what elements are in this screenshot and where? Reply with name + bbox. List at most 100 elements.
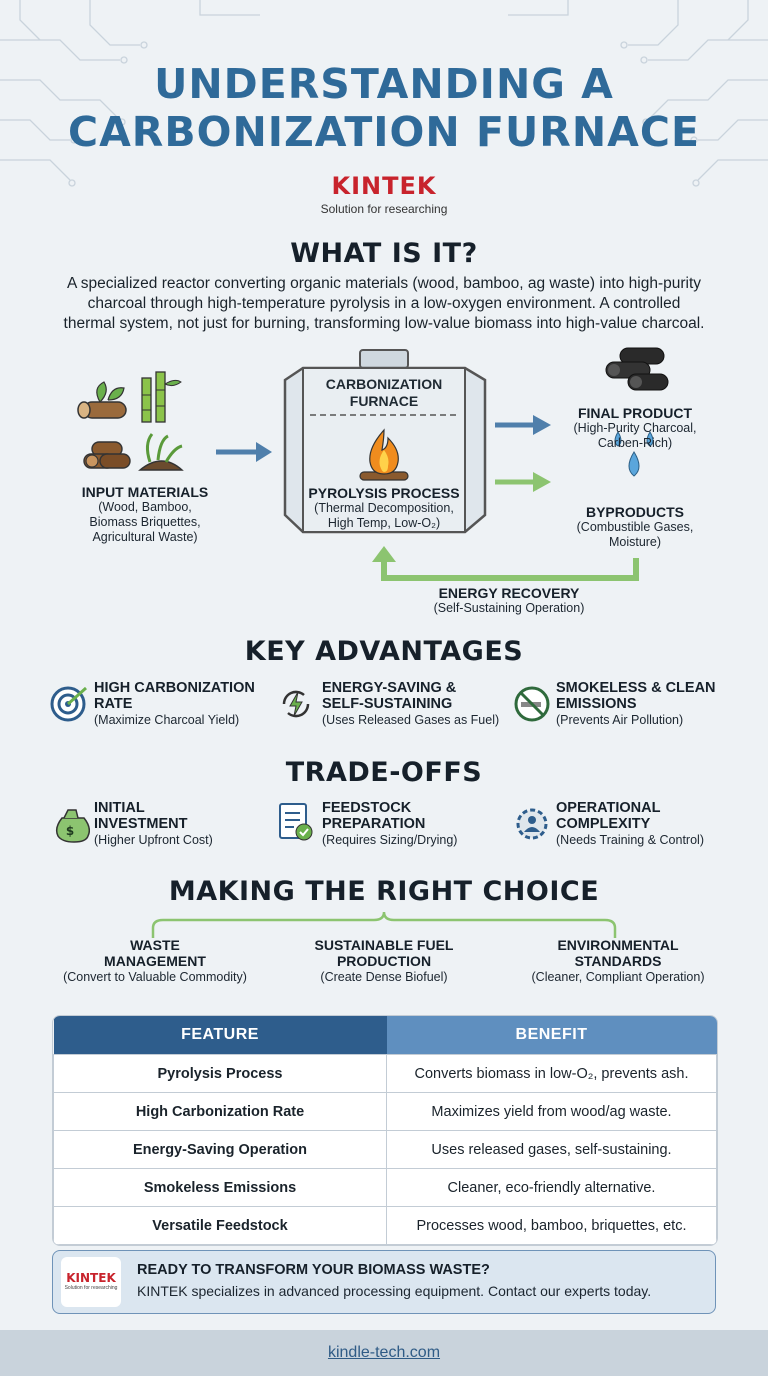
brand-logo: KINTEK bbox=[331, 172, 437, 200]
tradeoff-title: FEEDSTOCK bbox=[322, 800, 412, 816]
table-row: Energy-Saving Operation Uses released ga… bbox=[53, 1130, 717, 1169]
cta-logo-tagline: Solution for researching bbox=[64, 1285, 118, 1291]
input-line: Agricultural Waste) bbox=[92, 530, 198, 544]
table-header-feature: FEATURE bbox=[53, 1016, 387, 1055]
tradeoff-title: INVESTMENT bbox=[94, 816, 188, 832]
advantage-title: SELF-SUSTAINING bbox=[322, 696, 453, 712]
choice-title: WASTE bbox=[130, 937, 180, 953]
key-advantages-heading: KEY ADVANTAGES bbox=[244, 636, 524, 667]
input-title: INPUT MATERIALS bbox=[81, 484, 209, 500]
choice-title: MANAGEMENT bbox=[104, 953, 206, 969]
page-title-line-1: UNDERSTANDING A bbox=[154, 60, 614, 108]
table-row: Pyrolysis Process Converts biomass in lo… bbox=[53, 1054, 717, 1093]
tradeoff-subtitle: (Requires Sizing/Drying) bbox=[322, 833, 458, 847]
table-cell-benefit: Maximizes yield from wood/ag waste. bbox=[386, 1092, 717, 1131]
desc-line: A specialized reactor converting organic… bbox=[66, 275, 702, 292]
tradeoff-item-2: FEEDSTOCK PREPARATION (Requires Sizing/D… bbox=[322, 800, 507, 848]
furnace-label: CARBONIZATION FURNACE bbox=[303, 376, 465, 410]
tradeoff-title: PREPARATION bbox=[322, 816, 426, 832]
tradeoff-title: OPERATIONAL bbox=[556, 800, 661, 816]
byproduct-title: BYPRODUCTS bbox=[585, 504, 684, 520]
tradeoffs-heading: TRADE-OFFS bbox=[285, 757, 483, 788]
pyrolysis-label: PYROLYSIS PROCESS (Thermal Decomposition… bbox=[295, 486, 473, 531]
table-row: Versatile Feedstock Processes wood, bamb… bbox=[53, 1206, 717, 1245]
advantage-title: EMISSIONS bbox=[556, 696, 637, 712]
input-materials-label: INPUT MATERIALS (Wood, Bamboo, Biomass B… bbox=[50, 485, 240, 545]
svg-text:$: $ bbox=[66, 824, 74, 838]
water-drops-icon bbox=[614, 431, 654, 477]
page-title-line-2: CARBONIZATION FURNACE bbox=[67, 108, 701, 156]
table-row: High Carbonization Rate Maximizes yield … bbox=[53, 1092, 717, 1131]
brand-tagline: Solution for researching bbox=[320, 202, 448, 216]
wood-logs-icon bbox=[83, 441, 131, 469]
advantage-subtitle: (Prevents Air Pollution) bbox=[556, 713, 684, 727]
product-title: FINAL PRODUCT bbox=[577, 405, 693, 421]
target-icon bbox=[50, 686, 87, 722]
advantage-title: SMOKELESS & CLEAN bbox=[556, 680, 716, 696]
byproduct-line: Moisture) bbox=[608, 535, 662, 549]
choice-title: PRODUCTION bbox=[336, 953, 432, 969]
arrow-product-icon bbox=[495, 415, 551, 435]
gear-person-icon bbox=[516, 808, 548, 840]
advantage-title: ENERGY-SAVING & bbox=[322, 680, 457, 696]
energy-recovery-label: ENERGY RECOVERY (Self-Sustaining Operati… bbox=[384, 586, 634, 616]
charcoal-icon bbox=[605, 347, 669, 391]
energy-cycle-icon bbox=[282, 690, 310, 718]
cta-logo: KINTEK Solution for researching bbox=[61, 1257, 121, 1307]
cta-logo-text: KINTEK bbox=[66, 1271, 116, 1285]
choice-subtitle: (Cleaner, Compliant Operation) bbox=[531, 970, 705, 984]
tradeoff-item-1: INITIAL INVESTMENT (Higher Upfront Cost) bbox=[94, 800, 269, 848]
desc-line: charcoal through high-temperature pyroly… bbox=[87, 295, 681, 312]
cta-banner[interactable]: KINTEK Solution for researching READY TO… bbox=[52, 1250, 716, 1314]
energy-recovery-arrow-icon bbox=[372, 546, 639, 581]
what-description: A specialized reactor converting organic… bbox=[40, 274, 728, 334]
advantage-title: HIGH CARBONIZATION bbox=[94, 680, 255, 696]
input-line: (Wood, Bamboo, bbox=[98, 500, 192, 514]
feature-benefit-table: FEATURE BENEFIT Pyrolysis Process Conver… bbox=[52, 1015, 718, 1246]
advantage-subtitle: (Maximize Charcoal Yield) bbox=[94, 713, 240, 727]
log-icon bbox=[77, 381, 127, 419]
recovery-subtitle: (Self-Sustaining Operation) bbox=[433, 601, 585, 615]
table-cell-benefit: Processes wood, bamboo, briquettes, etc. bbox=[386, 1206, 717, 1245]
table-cell-benefit: Cleaner, eco-friendly alternative. bbox=[386, 1168, 717, 1207]
cta-title: READY TO TRANSFORM YOUR BIOMASS WASTE? bbox=[137, 1262, 490, 1278]
circuit-pattern-decoration bbox=[0, 0, 768, 187]
table-cell-feature: Pyrolysis Process bbox=[53, 1054, 387, 1093]
process-line: (Thermal Decomposition, bbox=[314, 501, 454, 515]
what-is-it-heading: WHAT IS IT? bbox=[290, 238, 478, 269]
bamboo-icon bbox=[141, 371, 182, 423]
arrow-input-icon bbox=[216, 442, 272, 462]
money-bag-icon: $ bbox=[55, 809, 90, 843]
table-cell-feature: Smokeless Emissions bbox=[53, 1168, 387, 1207]
choice-subtitle: (Convert to Valuable Commodity) bbox=[63, 970, 247, 984]
recovery-title: ENERGY RECOVERY bbox=[438, 585, 580, 601]
fire-icon bbox=[359, 428, 409, 481]
byproduct-line: (Combustible Gases, bbox=[576, 520, 694, 534]
choice-title: SUSTAINABLE FUEL bbox=[314, 937, 454, 953]
furnace-line: FURNACE bbox=[349, 393, 419, 409]
product-line: Carben-Rich) bbox=[597, 436, 673, 450]
advantage-subtitle: (Uses Released Gases as Fuel) bbox=[322, 713, 500, 727]
choice-item-environment: ENVIRONMENTAL STANDARDS (Cleaner, Compli… bbox=[508, 937, 728, 985]
agricultural-waste-icon bbox=[138, 433, 184, 471]
arrow-byproduct-icon bbox=[495, 472, 551, 492]
tradeoff-subtitle: (Needs Training & Control) bbox=[556, 833, 704, 847]
choice-bracket bbox=[151, 911, 617, 938]
tradeoff-title: COMPLEXITY bbox=[556, 816, 651, 832]
choice-title: STANDARDS bbox=[574, 953, 662, 969]
choice-item-fuel: SUSTAINABLE FUEL PRODUCTION (Create Dens… bbox=[284, 937, 484, 985]
choice-title: ENVIRONMENTAL bbox=[557, 937, 679, 953]
cta-body: KINTEK specializes in advanced processin… bbox=[137, 1283, 652, 1299]
desc-line: thermal system, not just for burning, tr… bbox=[63, 315, 705, 332]
no-smoking-icon bbox=[514, 686, 550, 722]
byproducts-label: BYPRODUCTS (Combustible Gases, Moisture) bbox=[555, 505, 715, 550]
choice-subtitle: (Create Dense Biofuel) bbox=[320, 970, 448, 984]
tradeoff-subtitle: (Higher Upfront Cost) bbox=[94, 833, 213, 847]
process-title: PYROLYSIS PROCESS bbox=[308, 485, 460, 501]
footer-link[interactable]: kindle-tech.com bbox=[327, 1344, 441, 1361]
footer-bar bbox=[0, 1330, 768, 1376]
advantage-item-2: ENERGY-SAVING & SELF-SUSTAINING (Uses Re… bbox=[322, 680, 507, 728]
process-line: High Temp, Low-O₂) bbox=[327, 516, 441, 530]
tradeoff-title: INITIAL bbox=[94, 800, 145, 816]
advantage-item-1: HIGH CARBONIZATION RATE (Maximize Charco… bbox=[94, 680, 269, 728]
